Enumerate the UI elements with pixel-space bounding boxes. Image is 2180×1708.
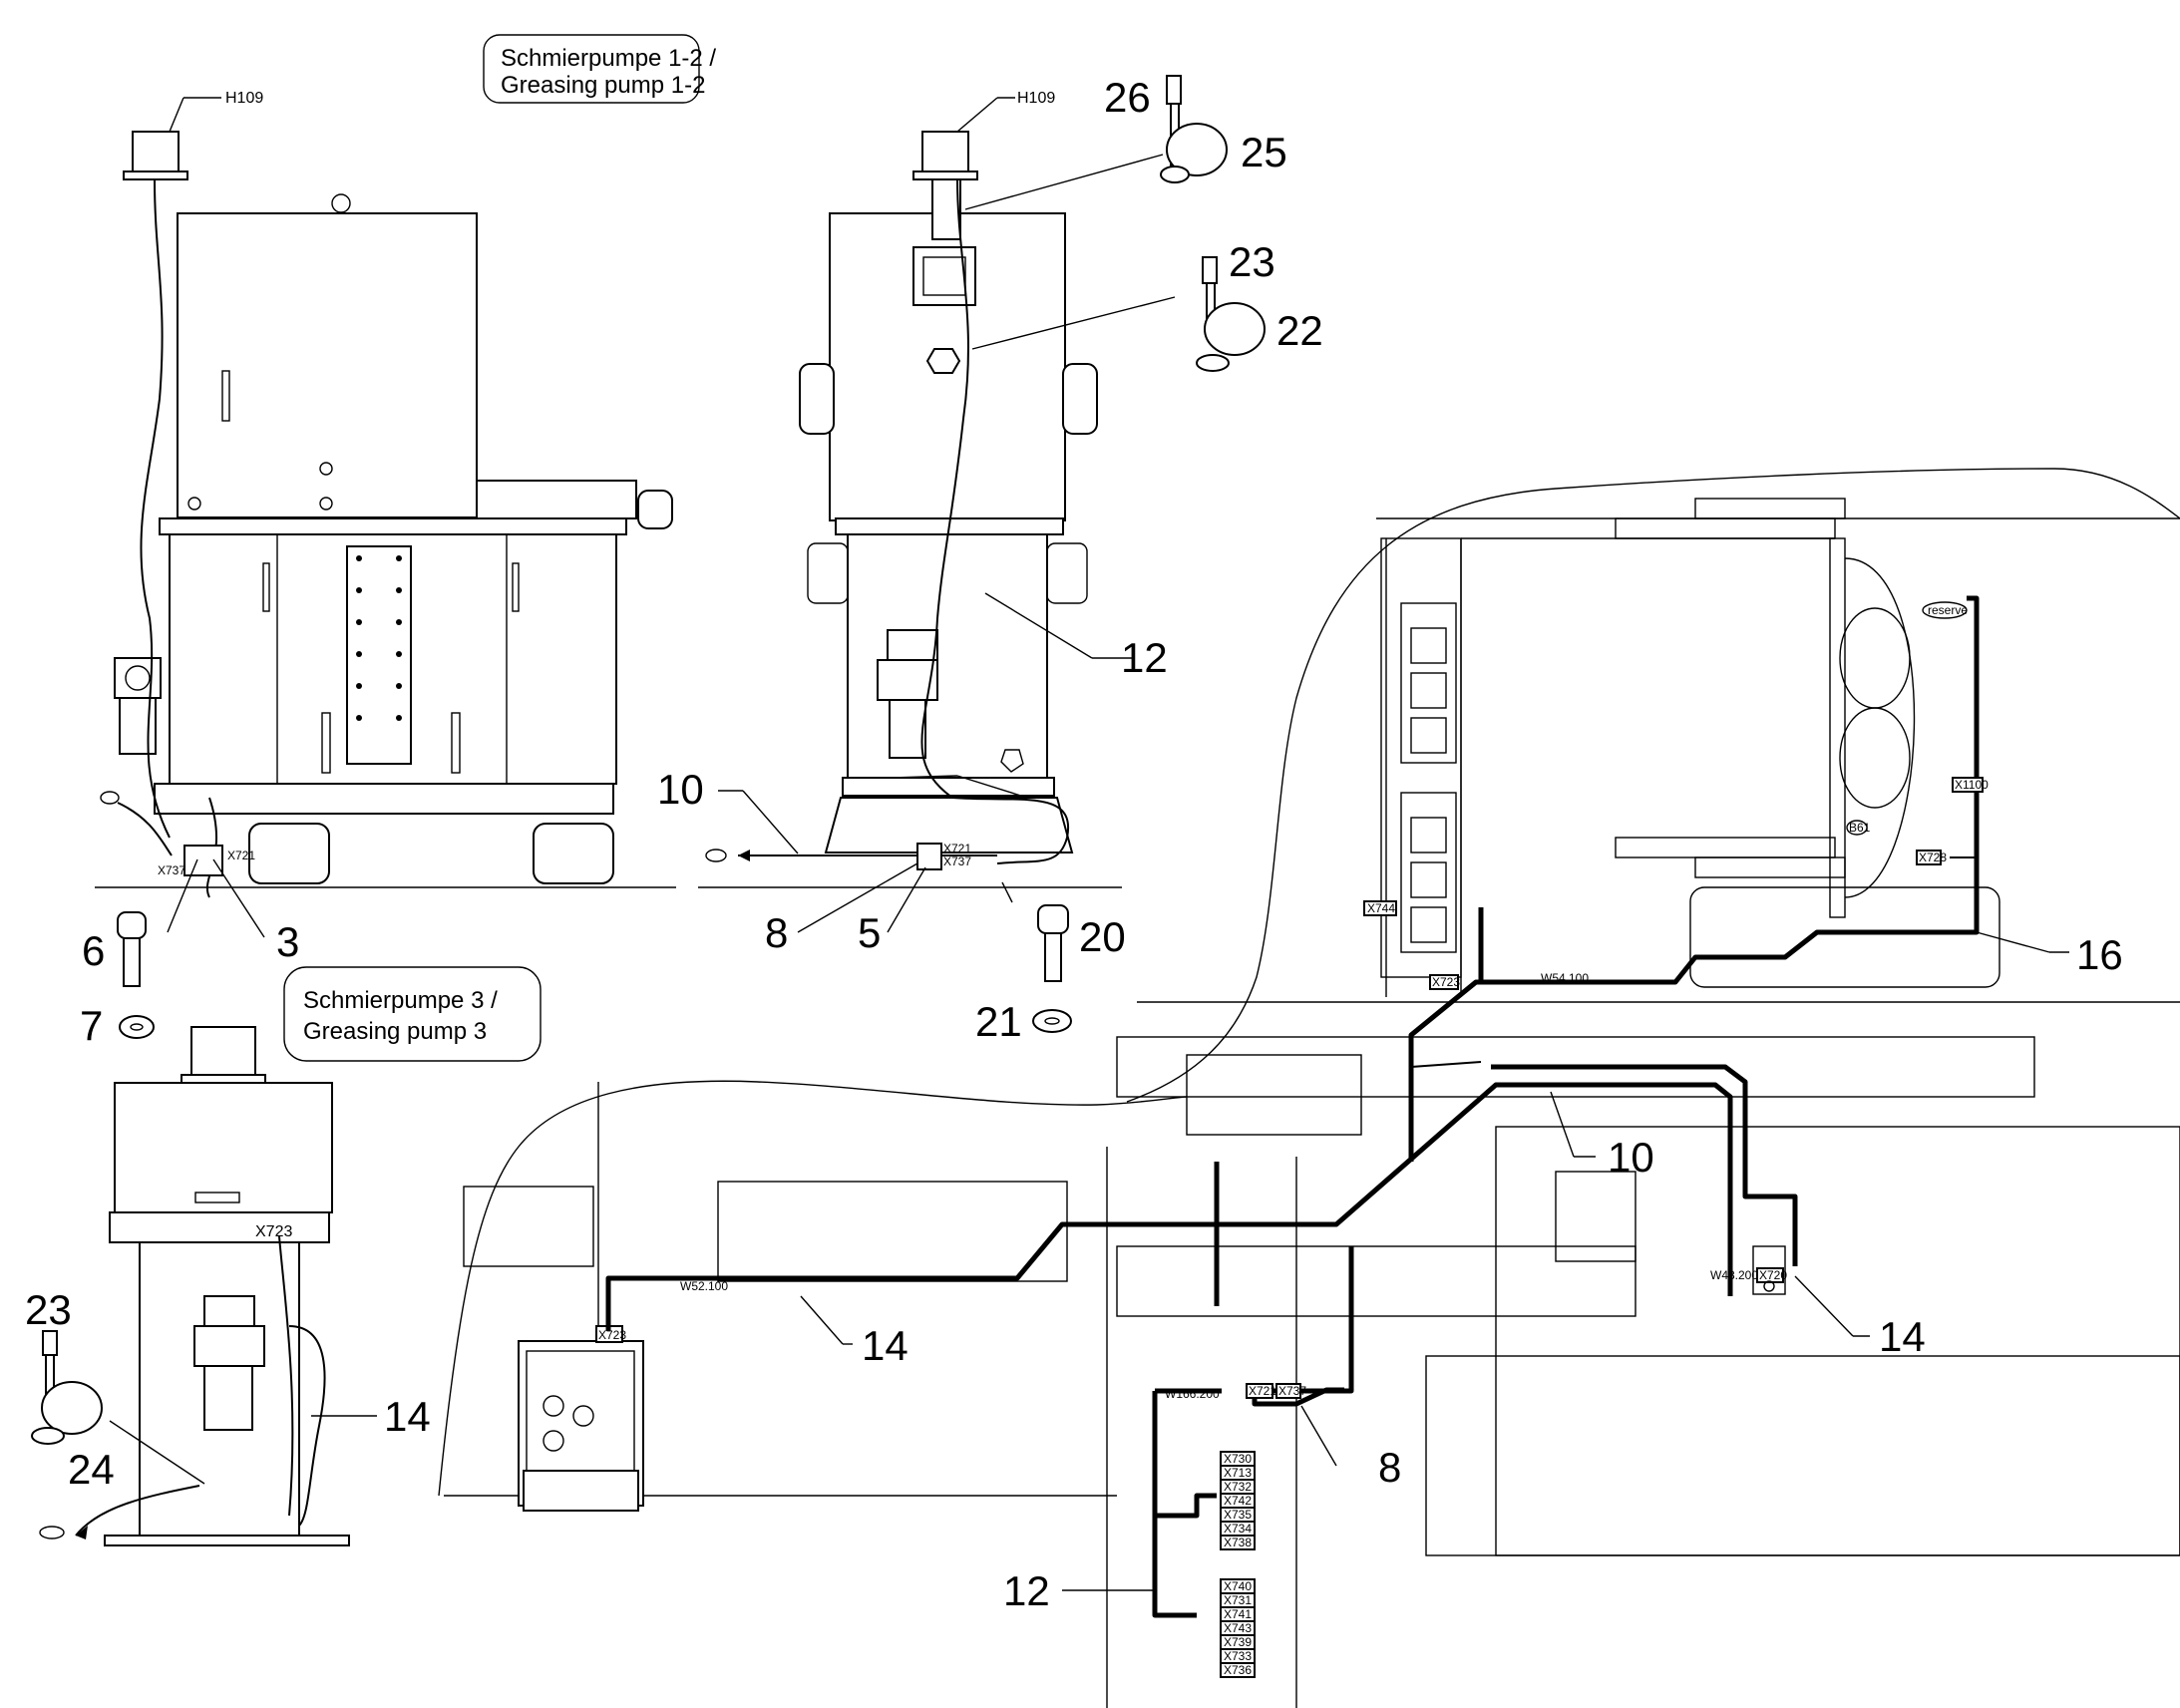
callout-8-mid: 8 (765, 909, 788, 956)
cable-w52-w48 (605, 1082, 1733, 1331)
screw-item-20 (1037, 904, 1069, 982)
terminal-x742: X742 (1224, 1494, 1252, 1508)
connector-label-x728: X728 (1919, 851, 1947, 864)
terminal-x731: X731 (1224, 1593, 1252, 1607)
terminal-x732: X732 (1224, 1480, 1252, 1494)
terminal-x735: X735 (1224, 1508, 1252, 1522)
cable-w166 (1252, 1246, 1354, 1407)
terminal-x730: X730 (1224, 1452, 1252, 1466)
callout-12-bottom: 12 (1003, 1567, 1050, 1614)
junction-label-x737-front: X737 (943, 854, 971, 868)
wire-label-w48: W48.200 (1710, 1268, 1758, 1282)
connector-label-x1100: X1100 (1955, 778, 1989, 792)
callout-8-right: 8 (1378, 1444, 1401, 1491)
callout-23-top: 23 (1229, 238, 1275, 285)
callout-10-mid: 10 (657, 766, 704, 813)
terminal-x743: X743 (1224, 1621, 1252, 1635)
terminal-group-2: X740 X731 X741 X743 X739 X733 X736 (1220, 1578, 1256, 1678)
lubrication-control-box: X723 (518, 1325, 644, 1512)
wire-label-w54: W54.100 (1541, 971, 1589, 985)
clamp-item-25 (1160, 75, 1228, 183)
connector-label-x737-junction: X737 (1278, 1384, 1306, 1398)
clamp-item-24 (31, 1330, 103, 1445)
connector-label-x744: X744 (1367, 901, 1395, 915)
connector-label-x723-pump3: X723 (255, 1223, 292, 1240)
connector-tags: X744 X723 W54.100 W52.100 W166.200 W48.2… (680, 601, 1989, 1401)
wire-label-w166: W166.200 (1165, 1387, 1220, 1401)
bolt-column (356, 555, 402, 721)
greasing-pump-1-2-front-view: H109 X721 X737 (698, 90, 1176, 933)
washer-item-7 (119, 1015, 155, 1039)
callout-16: 16 (2076, 931, 2123, 978)
terminal-x738: X738 (1224, 1536, 1252, 1549)
callout-26: 26 (1104, 74, 1151, 121)
callout-12-mid: 12 (1121, 634, 1168, 681)
callout-22: 22 (1276, 307, 1323, 354)
terminal-x736: X736 (1224, 1663, 1252, 1677)
callout-10-right: 10 (1608, 1134, 1654, 1181)
terminal-x740: X740 (1224, 1579, 1252, 1593)
terminal-x713: X713 (1224, 1466, 1252, 1480)
callout-5: 5 (858, 909, 881, 956)
callout-7: 7 (80, 1002, 103, 1049)
callout-24: 24 (68, 1446, 115, 1493)
connector-label-reserve: reserve (1928, 603, 1968, 617)
callout-6: 6 (82, 927, 105, 974)
sensor-label-b61: B61 (1849, 821, 1871, 835)
svg-text:Schmierpumpe 3 /: Schmierpumpe 3 / (303, 987, 498, 1014)
svg-text:Schmierpumpe 1-2 /: Schmierpumpe 1-2 / (501, 45, 716, 72)
terminal-x733: X733 (1224, 1649, 1252, 1663)
washer-item-21 (1032, 1009, 1072, 1033)
screw-item-6 (117, 911, 147, 987)
connector-label-x721-junction: X721 (1249, 1384, 1276, 1398)
title-greasing-pump-3: Schmierpumpe 3 / Greasing pump 3 (283, 966, 542, 1062)
machine-outline (438, 468, 2180, 1708)
callout-25: 25 (1241, 129, 1287, 175)
junction-label-x737-left: X737 (158, 863, 185, 877)
junction-label-x721-left: X721 (227, 849, 255, 862)
terminal-group-1: X730 X713 X732 X742 X735 X734 X738 (1220, 1451, 1256, 1550)
connector-label-x723-box: X723 (598, 1328, 626, 1342)
wire-label-w52: W52.100 (680, 1279, 728, 1293)
greasing-pump-1-2-side-view: H109 (95, 90, 676, 938)
callout-23-left: 23 (25, 1286, 72, 1333)
callout-20: 20 (1079, 913, 1126, 960)
cable-w54 (1491, 1064, 1798, 1266)
title-greasing-pump-1-2: Schmierpumpe 1-2 / Greasing pump 1-2 (483, 34, 716, 104)
greasing-pump-3: X723 (39, 1026, 377, 1546)
svg-text:Greasing pump 1-2: Greasing pump 1-2 (501, 72, 705, 99)
lamp-label-h109-front: H109 (1017, 90, 1055, 107)
callout-14-right: 14 (1879, 1313, 1926, 1360)
terminal-x739: X739 (1224, 1635, 1252, 1649)
callout-leaders-right (800, 931, 2069, 1591)
terminal-x734: X734 (1224, 1522, 1252, 1536)
terminal-x741: X741 (1224, 1607, 1252, 1621)
junction-label-x721-front: X721 (943, 842, 971, 855)
lamp-label-h109: H109 (225, 90, 263, 107)
callout-21: 21 (975, 998, 1022, 1045)
callout-14-pump3: 14 (384, 1393, 431, 1440)
connector-label-x723: X723 (1432, 975, 1460, 989)
callout-14-center: 14 (862, 1322, 908, 1369)
connector-label-x720: X720 (1759, 1268, 1787, 1282)
clamp-item-22 (1196, 256, 1266, 372)
cable-12 (1152, 1388, 1222, 1618)
callout-3: 3 (276, 918, 299, 965)
svg-text:Greasing pump 3: Greasing pump 3 (303, 1018, 487, 1045)
cable-16 (1408, 595, 1980, 1162)
